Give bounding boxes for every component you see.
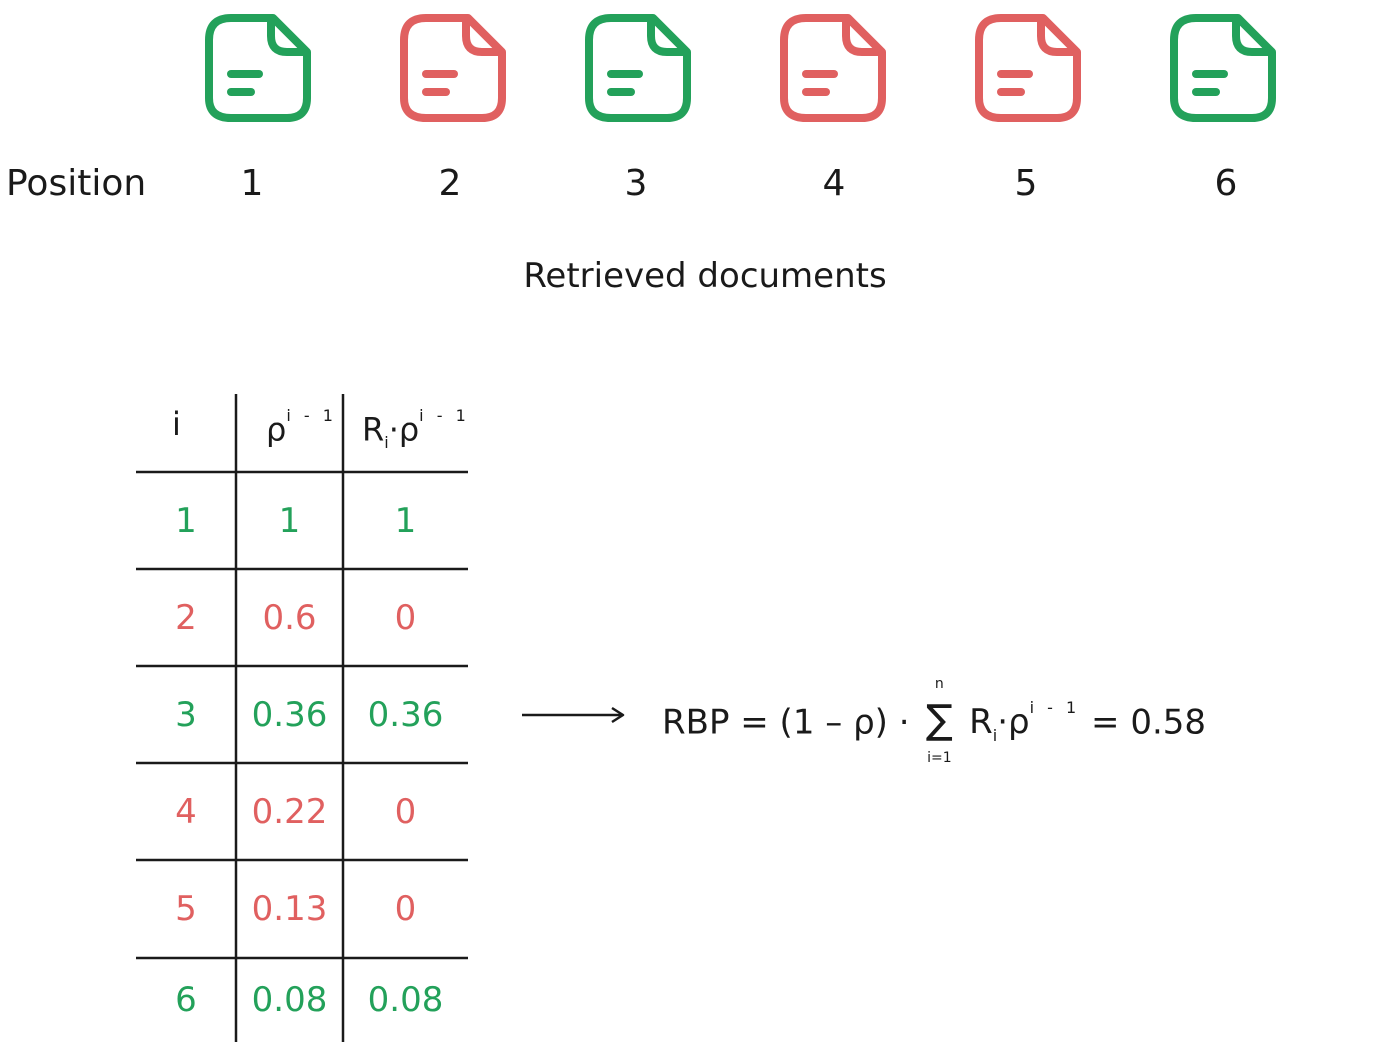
- cell-r-times-rho-power: 0: [394, 889, 417, 929]
- cell-rho-power: 0.08: [251, 980, 328, 1020]
- rbp-formula: RBP = (1 – ρ) · n ∑ i=1 Ri·ρi - 1 = 0.58: [662, 676, 1207, 766]
- cell-rho-power: 1: [278, 500, 301, 541]
- document-icon: [776, 12, 888, 124]
- cell-r-times-rho-power: 1: [394, 500, 417, 541]
- cell-r-times-rho-power: 0: [394, 597, 417, 638]
- cell-r-times-rho-power: 0.08: [367, 980, 444, 1020]
- cell-i: 5: [175, 889, 197, 929]
- cell-rho-power: 0.13: [251, 889, 328, 929]
- cell-i: 2: [175, 597, 197, 638]
- cell-i: 6: [175, 980, 197, 1020]
- formula-result: = 0.58: [1091, 702, 1207, 743]
- document-icon: [581, 12, 693, 124]
- cell-r-times-rho-power: 0.36: [367, 694, 444, 735]
- cell-i: 1: [175, 500, 197, 541]
- header-i: i: [172, 405, 181, 443]
- position-label: Position: [6, 163, 147, 204]
- summation-sign: n ∑ i=1: [920, 676, 958, 766]
- document-icon: [201, 12, 313, 124]
- cell-rho-power: 0.36: [251, 694, 328, 735]
- diagram-caption: Retrieved documents: [523, 256, 887, 296]
- position-number: 6: [1214, 163, 1238, 204]
- cell-i: 3: [175, 694, 197, 735]
- document-icon: [396, 12, 508, 124]
- sum-upper-limit: n: [934, 676, 944, 693]
- cell-i: 4: [175, 791, 197, 832]
- header-r-times-rho-power: Ri·ρi - 1: [362, 406, 470, 453]
- position-number: 3: [624, 163, 648, 204]
- position-number: 4: [822, 163, 846, 204]
- position-number: 5: [1014, 163, 1038, 204]
- right-arrow-icon: [522, 706, 625, 724]
- position-number: 1: [240, 163, 264, 204]
- sum-lower-limit: i=1: [927, 750, 952, 767]
- formula-lhs: RBP = (1 – ρ) ·: [662, 702, 910, 743]
- document-icon: [1166, 12, 1278, 124]
- cell-rho-power: 0.22: [251, 791, 328, 832]
- header-rho-power: ρi - 1: [266, 406, 337, 449]
- formula-term: Ri·ρi - 1: [969, 698, 1081, 746]
- document-icon: [971, 12, 1083, 124]
- cell-rho-power: 0.6: [262, 597, 317, 638]
- position-number: 2: [438, 163, 462, 204]
- cell-r-times-rho-power: 0: [394, 791, 417, 832]
